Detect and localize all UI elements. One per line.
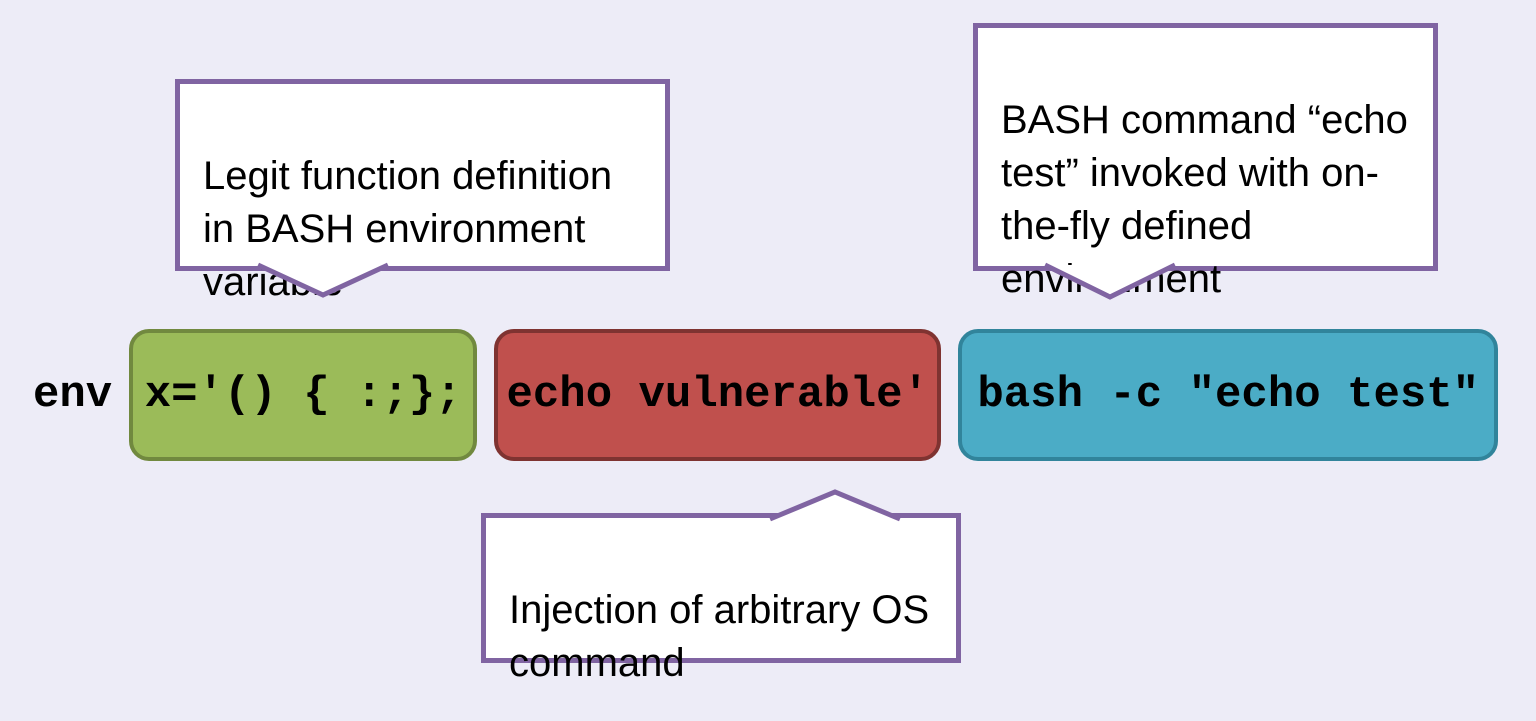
segment-function-definition-text: x='() { :;}; [144, 370, 462, 420]
segment-bash-invocation-text: bash -c "echo test" [977, 370, 1480, 420]
callout-pointer-down-icon [1043, 262, 1177, 300]
callout-bash-command: BASH command “echo test” invoked with on… [973, 23, 1438, 301]
segment-bash-invocation: bash -c "echo test" [958, 329, 1499, 461]
callout-bash-command-text: BASH command “echo test” invoked with on… [1001, 98, 1408, 301]
callout-os-injection: Injection of arbitrary OS command [481, 489, 961, 685]
callout-pointer-up-icon [769, 489, 901, 522]
segment-function-definition: x='() { :;}; [129, 329, 478, 461]
command-prefix: env [33, 370, 113, 420]
segment-injected-command: echo vulnerable' [494, 329, 942, 461]
callout-legit-function: Legit function definition in BASH enviro… [175, 79, 670, 304]
segment-injected-command-text: echo vulnerable' [506, 370, 929, 420]
callout-pointer-down-icon [256, 262, 390, 298]
command-line: env x='() { :;}; echo vulnerable' bash -… [33, 328, 1499, 462]
callout-legit-function-text: Legit function definition in BASH enviro… [203, 154, 613, 304]
callout-os-injection-text: Injection of arbitrary OS command [509, 588, 930, 685]
